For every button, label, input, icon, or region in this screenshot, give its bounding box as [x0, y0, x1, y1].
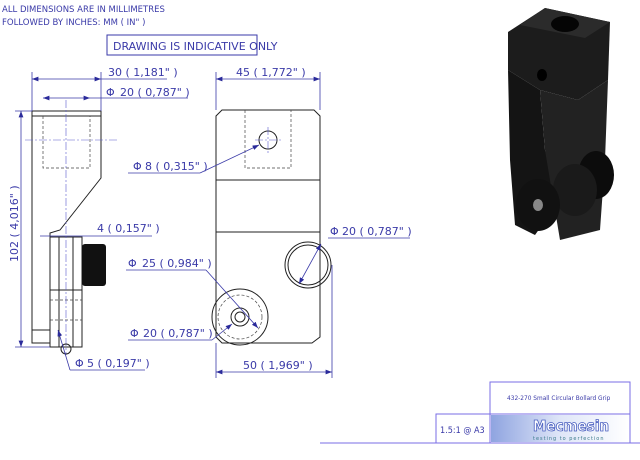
- dim-width-50: 50 ( 1,969" ): [243, 359, 313, 372]
- units-note: ALL DIMENSIONS ARE IN MILLIMETRES: [2, 5, 165, 15]
- units-format-note: FOLLOWED BY INCHES: MM ( IN" ): [2, 18, 145, 28]
- dim-phi-symbol: Φ: [130, 327, 139, 340]
- front-view: [211, 109, 332, 346]
- side-view: [25, 100, 117, 355]
- logo-background: [491, 415, 629, 442]
- isometric-render: [508, 8, 614, 240]
- dim-dia-20-right: 20 ( 0,787" ): [342, 225, 412, 238]
- knurled-knob: [82, 244, 106, 286]
- dim-width-45: 45 ( 1,772" ): [236, 66, 306, 79]
- dim-width-30: 30 ( 1,181" ): [108, 66, 178, 79]
- dim-dia-20-bottom: 20 ( 0,787" ): [143, 327, 213, 340]
- mecmesin-logo: Mecmesin: [533, 417, 609, 435]
- logo-tagline: testing to perfection: [533, 436, 604, 442]
- drawing-scale: 1.5:1 @ A3: [440, 426, 485, 436]
- dim-phi-symbol: Φ: [128, 257, 137, 270]
- dim-phi-symbol: Φ: [106, 86, 115, 99]
- drawing-title: 432-270 Small Circular Bollard Grip: [507, 394, 611, 402]
- dim-height-102: 102 ( 4,016" ): [8, 185, 21, 262]
- title-block: 432-270 Small Circular Bollard Grip 1.5:…: [320, 381, 640, 444]
- dim-dia-25: 25 ( 0,984" ): [142, 257, 212, 270]
- dim-dia-8: 8 ( 0,315" ): [145, 160, 208, 173]
- disclaimer-text: DRAWING IS INDICATIVE ONLY: [113, 40, 278, 53]
- dim-offset-4: 4 ( 0,157" ): [97, 222, 160, 235]
- dim-phi-symbol: Φ: [330, 225, 339, 238]
- dim-phi-symbol: Φ: [133, 160, 142, 173]
- disclaimer-box: [106, 34, 258, 56]
- dim-dia-20-top: 20 ( 0,787" ): [120, 86, 190, 99]
- dim-phi-symbol: Φ: [75, 357, 84, 370]
- dim-dia-5: 5 ( 0,197" ): [87, 357, 150, 370]
